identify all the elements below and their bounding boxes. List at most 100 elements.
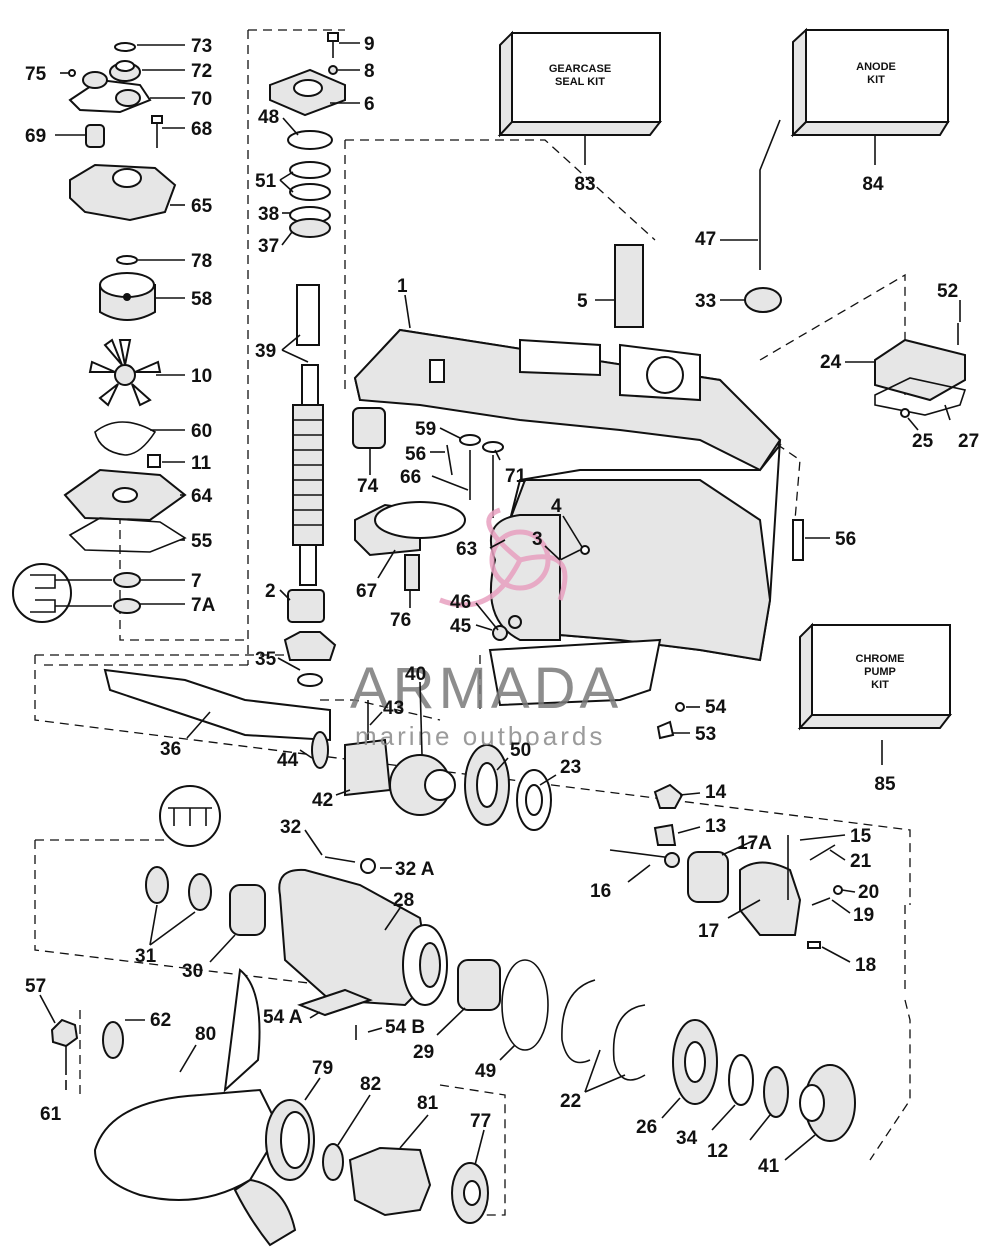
kit-label-anode-line1: ANODE — [856, 61, 896, 73]
callout-64: 64 — [191, 486, 213, 507]
callout-21: 21 — [850, 851, 872, 872]
callout-70: 70 — [191, 89, 212, 110]
callout-78: 78 — [191, 251, 212, 272]
callout-16: 16 — [590, 881, 611, 902]
group-borders — [34, 29, 911, 1216]
callout-35: 35 — [255, 649, 277, 670]
callout-56: 56 — [405, 444, 426, 465]
callout-27: 27 — [958, 431, 979, 452]
anode-block — [352, 407, 386, 449]
pump-housing-right — [874, 323, 967, 418]
callout-53: 53 — [695, 724, 716, 745]
callout-48: 48 — [258, 107, 279, 128]
callout-9: 9 — [364, 34, 375, 55]
callout-32: 32 — [280, 817, 301, 838]
watermark-tagline: marine outboards — [355, 721, 605, 751]
callout-7a: 7A — [191, 595, 216, 616]
callout-15: 15 — [850, 826, 872, 847]
callout-4: 4 — [551, 496, 562, 517]
callout-1: 1 — [397, 276, 408, 297]
callout-18: 18 — [855, 955, 876, 976]
small-fasteners — [354, 434, 804, 740]
kit-label-chrome-line3: KIT — [871, 679, 889, 691]
callout-65: 65 — [191, 196, 213, 217]
callout-54b: 54 B — [385, 1017, 425, 1038]
callout-83: 83 — [574, 174, 595, 195]
callout-24: 24 — [820, 352, 842, 373]
callout-46: 46 — [450, 592, 471, 613]
propshaft-parts — [103, 668, 856, 1142]
callout-52: 52 — [937, 281, 958, 302]
callout-62: 62 — [150, 1010, 171, 1031]
callout-14: 14 — [705, 782, 727, 803]
callout-69: 69 — [25, 126, 46, 147]
callout-5: 5 — [577, 291, 588, 312]
callout-10: 10 — [191, 366, 212, 387]
callout-67: 67 — [356, 581, 377, 602]
callout-38: 38 — [258, 204, 279, 225]
callout-61: 61 — [40, 1104, 62, 1125]
callout-20: 20 — [858, 882, 879, 903]
callout-55: 55 — [191, 531, 213, 552]
callout-22: 22 — [560, 1091, 581, 1112]
callout-60: 60 — [191, 421, 212, 442]
callout-72: 72 — [191, 61, 212, 82]
kit-label-anode-line2: KIT — [867, 74, 885, 86]
kit-gearcase-seal: GEARCASE SEAL KIT 83 — [497, 30, 663, 195]
callout-8: 8 — [364, 61, 375, 82]
callout-81: 81 — [417, 1093, 439, 1114]
callout-45: 45 — [450, 616, 472, 637]
watermark: ARMADA marine outboards — [350, 507, 622, 751]
callout-11: 11 — [191, 453, 212, 474]
callout-34: 34 — [676, 1128, 698, 1149]
callout-71: 71 — [505, 466, 527, 487]
callout-50: 50 — [510, 740, 531, 761]
watermark-brand: ARMADA — [350, 656, 622, 721]
driveshaft-parts — [269, 32, 346, 687]
callouts: 73 72 75 70 69 68 65 78 58 10 60 11 64 5… — [25, 34, 979, 1177]
callout-41: 41 — [758, 1156, 780, 1177]
callout-32a: 32 A — [395, 859, 435, 880]
callout-84: 84 — [862, 174, 884, 195]
callout-54: 54 — [705, 697, 727, 718]
water-screen — [614, 244, 644, 328]
callout-74: 74 — [357, 476, 379, 497]
callout-42: 42 — [312, 790, 333, 811]
callout-57: 57 — [25, 976, 46, 997]
callout-44: 44 — [277, 750, 299, 771]
kit-label-chrome-line2: PUMP — [864, 666, 896, 678]
callout-7: 7 — [191, 571, 202, 592]
callout-30: 30 — [182, 961, 203, 982]
shift-rod — [744, 119, 782, 313]
callout-63: 63 — [456, 539, 477, 560]
callout-54a: 54 A — [263, 1007, 303, 1028]
kit-label-gearcase-line2: SEAL KIT — [555, 76, 605, 88]
callout-26: 26 — [636, 1117, 657, 1138]
callout-13: 13 — [705, 816, 726, 837]
callout-85: 85 — [874, 774, 896, 795]
callout-66: 66 — [400, 467, 421, 488]
callout-77: 77 — [470, 1111, 491, 1132]
callout-23: 23 — [560, 757, 581, 778]
callout-31: 31 — [135, 946, 157, 967]
callout-68: 68 — [191, 119, 212, 140]
kit-anode: ANODE KIT 84 — [790, 27, 950, 195]
callout-2: 2 — [265, 581, 276, 602]
callout-82: 82 — [360, 1074, 381, 1095]
callout-17a: 17A — [737, 833, 772, 854]
callout-39: 39 — [255, 341, 276, 362]
callout-47: 47 — [695, 229, 716, 250]
callout-40: 40 — [405, 664, 426, 685]
callout-28: 28 — [393, 890, 414, 911]
callout-51: 51 — [255, 171, 277, 192]
kit-label-gearcase-line1: GEARCASE — [549, 63, 611, 75]
callout-49: 49 — [475, 1061, 496, 1082]
callout-56-right: 56 — [835, 529, 856, 550]
callout-17: 17 — [698, 921, 719, 942]
callout-19: 19 — [853, 905, 874, 926]
callout-25: 25 — [912, 431, 934, 452]
callout-58: 58 — [191, 289, 212, 310]
callout-59: 59 — [415, 419, 436, 440]
callout-76: 76 — [390, 610, 411, 631]
